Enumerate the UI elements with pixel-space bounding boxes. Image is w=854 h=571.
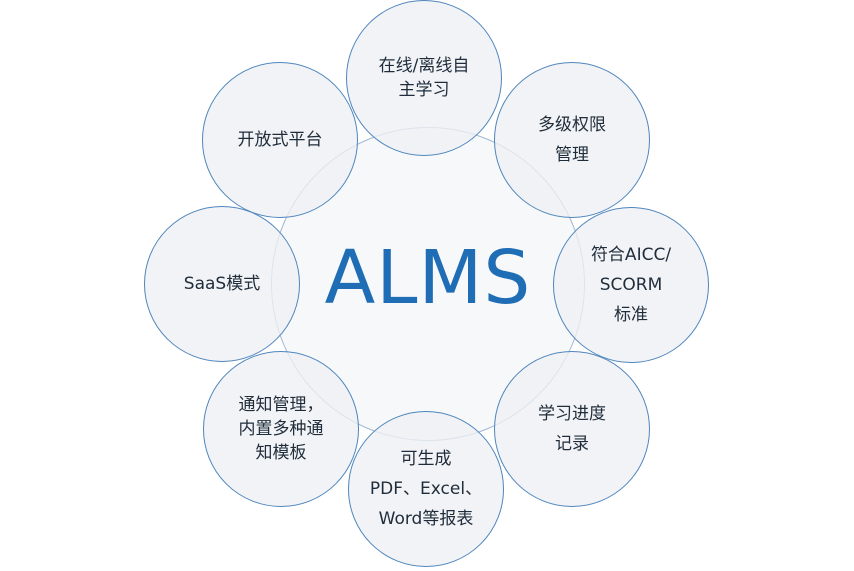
node-online-offline: 在线/离线自 主学习: [346, 0, 502, 156]
node-line: 符合AICC/: [590, 245, 672, 265]
node-label: 可生成 PDF、Excel、 Word等报表: [370, 444, 482, 534]
node-label: 学习进度 记录: [538, 399, 606, 459]
node-line: 开放式平台: [237, 130, 323, 150]
node-line: 知模板: [255, 443, 307, 463]
node-line: SaaS模式: [183, 274, 261, 294]
node-line: SCORM: [599, 275, 663, 295]
center-label: ALMS: [324, 235, 532, 321]
node-line: 学习进度: [538, 404, 606, 424]
node-label: 符合AICC/ SCORM 标准: [591, 240, 671, 330]
node-line: 主学习: [398, 80, 450, 100]
node-reports: 可生成 PDF、Excel、 Word等报表: [348, 411, 504, 567]
node-open-platform: 开放式平台: [202, 62, 358, 218]
node-line: 多级权限: [538, 115, 606, 135]
node-label: 开放式平台: [238, 128, 323, 152]
node-label: 多级权限 管理: [538, 110, 606, 170]
node-line: 标准: [614, 305, 648, 325]
node-label: SaaS模式: [184, 272, 260, 296]
node-label: 在线/离线自 主学习: [379, 54, 470, 102]
node-line: 管理: [555, 145, 589, 165]
node-progress: 学习进度 记录: [494, 351, 650, 507]
node-line: 在线/离线自: [378, 56, 470, 76]
node-line: 记录: [555, 434, 589, 454]
node-notifications: 通知管理， 内置多种通 知模板: [203, 351, 359, 507]
node-line: PDF、Excel、: [369, 479, 483, 499]
node-aicc-scorm: 符合AICC/ SCORM 标准: [553, 207, 709, 363]
node-line: 可生成: [400, 449, 452, 469]
node-permissions: 多级权限 管理: [494, 62, 650, 218]
node-saas: SaaS模式: [144, 206, 300, 362]
node-line: Word等报表: [378, 509, 474, 529]
node-label: 通知管理， 内置多种通 知模板: [239, 393, 324, 465]
node-line: 通知管理，: [238, 395, 324, 415]
node-line: 内置多种通: [238, 419, 324, 439]
